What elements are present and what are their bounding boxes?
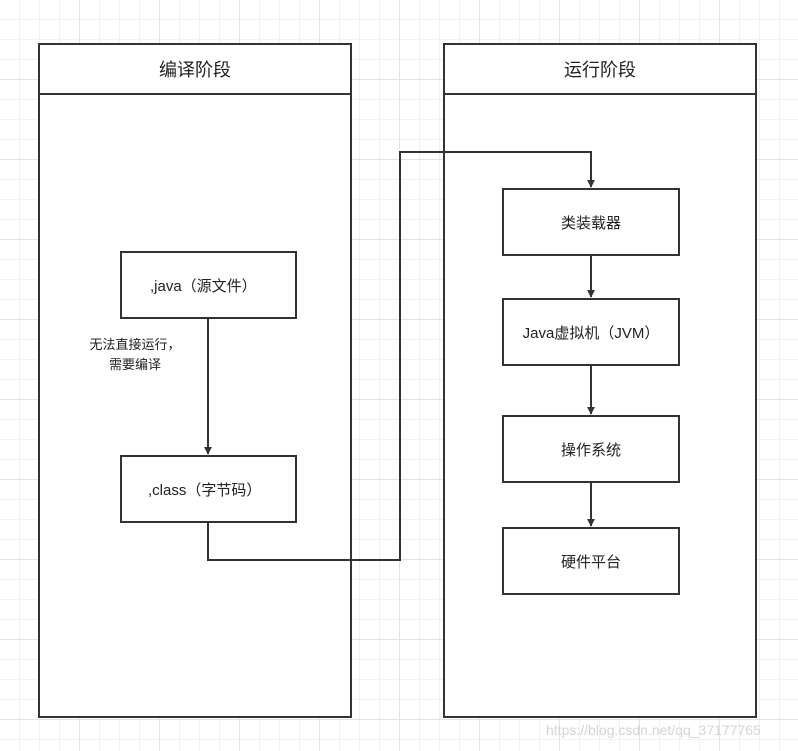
operating-system-label: 操作系统 bbox=[560, 441, 621, 459]
class-loader-label: 类装载器 bbox=[560, 214, 621, 232]
compile-requirement-note: 无法直接运行， 需要编译 bbox=[80, 335, 190, 375]
class-bytecode-label: ,class（字节码） bbox=[148, 481, 262, 499]
java-source-file-label: ,java（源文件） bbox=[150, 277, 257, 295]
compile-phase-title: 编译阶段 bbox=[40, 45, 350, 95]
class-loader-node: 类装载器 bbox=[502, 188, 680, 256]
class-bytecode-node: ,class（字节码） bbox=[120, 455, 297, 523]
compile-note-line-2: 需要编译 bbox=[108, 357, 161, 372]
jvm-label: Java虚拟机（JVM） bbox=[522, 324, 660, 342]
runtime-phase-title: 运行阶段 bbox=[445, 45, 755, 95]
operating-system-node: 操作系统 bbox=[502, 415, 680, 483]
hardware-platform-label: 硬件平台 bbox=[560, 553, 621, 571]
runtime-phase-lane: 运行阶段 bbox=[443, 43, 757, 718]
java-source-file-node: ,java（源文件） bbox=[120, 251, 297, 319]
compile-note-line-1: 无法直接运行， bbox=[89, 337, 181, 352]
source-watermark: https://blog.csdn.net/qq_37177765 bbox=[546, 722, 761, 738]
hardware-platform-node: 硬件平台 bbox=[502, 527, 680, 595]
jvm-node: Java虚拟机（JVM） bbox=[502, 298, 680, 366]
compile-phase-lane: 编译阶段 bbox=[38, 43, 352, 718]
